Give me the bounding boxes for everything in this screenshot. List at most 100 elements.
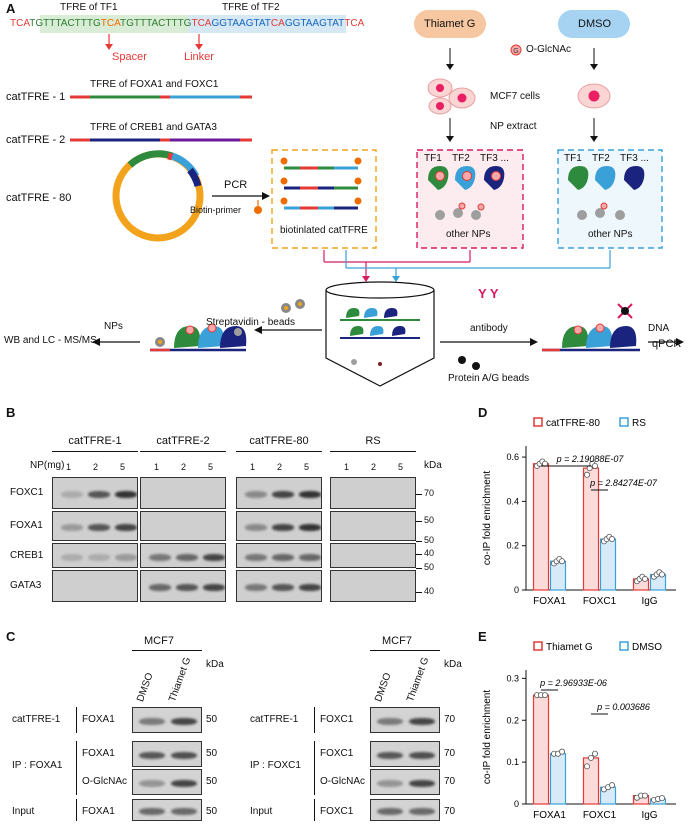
blot-image	[330, 511, 416, 541]
blot-band	[409, 808, 435, 815]
np-complex-right	[542, 303, 640, 352]
data-point	[608, 782, 615, 789]
y-axis-label: co-IP fold enrichment	[482, 690, 493, 785]
blot-image	[52, 570, 138, 602]
linker-label: Linker	[184, 51, 214, 63]
blot-band	[171, 752, 197, 759]
mcf7-header: MCF7	[382, 635, 412, 647]
blot-band	[409, 780, 435, 787]
ip-group-label: catTFRE-1	[12, 714, 61, 725]
marker-label: 70	[444, 806, 456, 817]
other-nps-left: other NPs	[446, 229, 491, 240]
sequence-segment: TCA	[100, 18, 120, 29]
marker-label: 40	[424, 586, 435, 596]
blot-image	[140, 477, 226, 509]
panel-a-label: A	[6, 1, 16, 16]
data-point	[641, 575, 648, 582]
blot-band	[139, 718, 165, 725]
blot-image	[370, 707, 440, 733]
blot-image	[236, 543, 322, 568]
sequence-segment: TCA	[191, 18, 212, 29]
data-point	[608, 536, 615, 543]
blot-group-label: catTFRE-1	[68, 435, 122, 447]
tf1-left: TF1	[424, 153, 442, 164]
marker-label: 70	[424, 488, 435, 498]
x-tick-label: FOXA1	[533, 596, 566, 607]
mcf7-cells-label: MCF7 cells	[490, 91, 541, 102]
lane-label: 2	[181, 462, 187, 472]
blot-band	[176, 584, 198, 591]
panel-c-label: C	[6, 629, 16, 644]
blot-band	[115, 553, 137, 561]
legend-label: RS	[632, 418, 646, 429]
blot-image	[132, 769, 202, 795]
cat1-label: catTFRE - 1	[6, 91, 66, 103]
ip-row-label: FOXC1	[320, 748, 354, 759]
marker-tick	[416, 568, 422, 569]
mcf7-header: MCF7	[144, 635, 174, 647]
column-label: DMSO	[135, 671, 156, 704]
y-tick-label: 0.6	[506, 452, 519, 462]
data-point	[584, 471, 591, 478]
blot-band	[299, 524, 321, 531]
blot-image	[52, 511, 138, 541]
lane-label: 2	[277, 462, 283, 472]
mcf7-underline	[370, 650, 440, 651]
biotinlated-label: biotinlated catTFRE	[280, 225, 368, 236]
other-nps-right: other NPs	[588, 229, 633, 240]
x-tick-label: IgG	[641, 596, 657, 607]
panel-b-label: B	[6, 405, 16, 420]
blot-band	[377, 718, 403, 725]
np-complex-left	[150, 323, 247, 352]
sequence-segment: TGTTTACTTTG	[120, 18, 192, 29]
tfre1-highlight	[40, 15, 188, 33]
legend-swatch	[533, 641, 543, 651]
y-tick-label: 0.4	[506, 496, 519, 506]
blot-band	[203, 553, 225, 561]
data-point	[559, 748, 566, 755]
data-point	[542, 692, 549, 699]
pcr-label: PCR	[224, 179, 248, 191]
blot-band	[272, 491, 294, 498]
sequence-segment: TGTTTACTTTG	[29, 18, 101, 29]
nps-label: NPs	[104, 321, 123, 332]
antibody-label: antibody	[470, 323, 508, 334]
blot-band	[149, 553, 171, 561]
blot-row-label: FOXC1	[10, 487, 44, 498]
blot-band	[272, 584, 294, 591]
p-value-label: p = 2.84274E-07	[589, 478, 658, 488]
blot-band	[409, 718, 435, 725]
blot-band	[203, 584, 225, 591]
ip-group-label: IP : FOXC1	[250, 760, 301, 771]
blot-group-label: catTFRE-2	[156, 435, 210, 447]
y-tick-label: 0.2	[506, 715, 519, 725]
dmso-label: DMSO	[578, 18, 611, 30]
blot-band	[299, 491, 321, 498]
blot-band	[245, 584, 267, 591]
marker-tick	[416, 592, 422, 593]
y-tick-label: 0	[514, 585, 519, 595]
marker-label: 50	[206, 776, 218, 787]
y-tick-label: 0.1	[506, 757, 519, 767]
blot-image	[370, 769, 440, 795]
group-underline	[140, 451, 226, 452]
blot-band	[88, 553, 110, 561]
marker-label: 40	[424, 548, 435, 558]
spacer-label: Spacer	[112, 51, 147, 63]
x-tick-label: FOXA1	[533, 810, 566, 821]
ip-row-label: O-GlcNAc	[82, 776, 127, 787]
mcf7-cells-right	[577, 83, 611, 109]
kda-label-c: kDa	[444, 659, 462, 670]
blot-row-label: GATA3	[10, 580, 42, 591]
bar	[599, 538, 617, 591]
blot-image	[132, 707, 202, 733]
blot-group-label: RS	[365, 435, 381, 447]
blot-band	[272, 524, 294, 531]
tf3-right: TF3 ...	[620, 153, 649, 164]
marker-tick	[416, 541, 422, 542]
column-label: DMSO	[373, 671, 394, 704]
y-tick-label: 0.2	[506, 541, 519, 551]
x-tick-label: IgG	[641, 810, 657, 821]
sequence-segment: TCA	[10, 18, 30, 29]
